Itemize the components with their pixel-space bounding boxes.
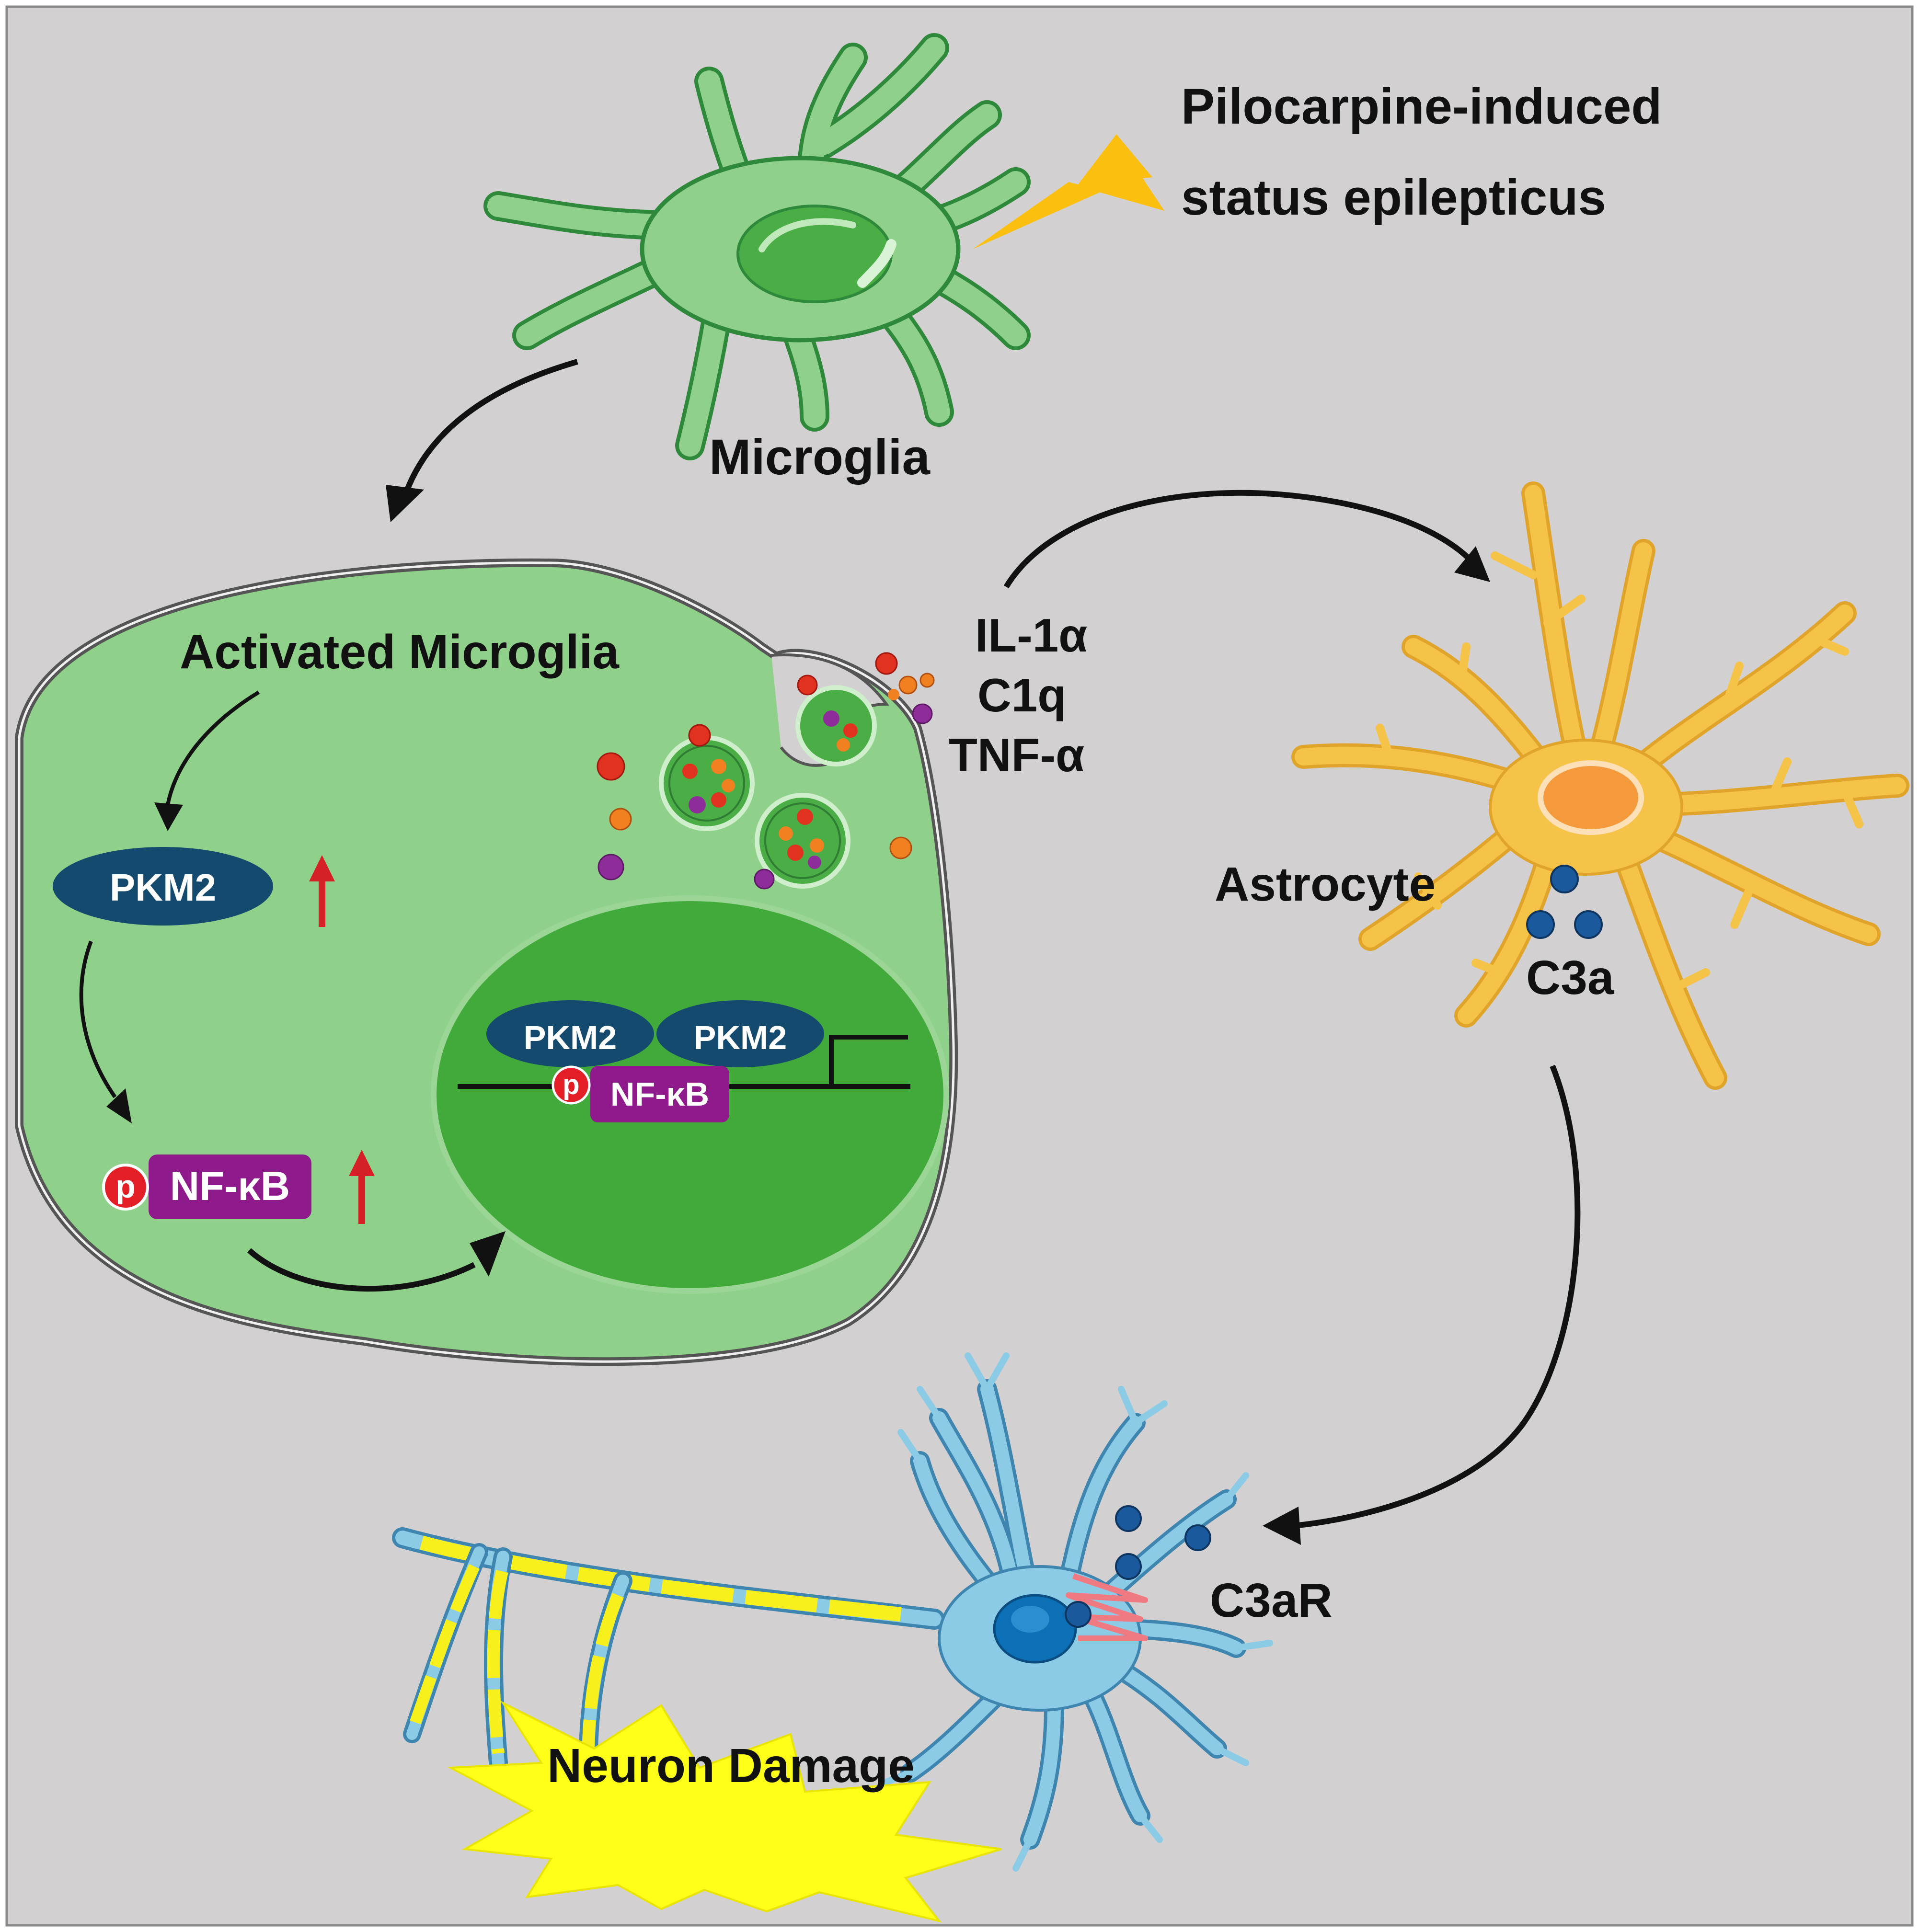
activated-microglia-label: Activated Microglia [180,625,620,679]
arrow-to-pkm2-head [154,802,183,831]
pkm2-cytoplasm-label: PKM2 [110,866,216,909]
arrow-to-nfkb-head [106,1088,132,1123]
cytokine-il1a: IL-1α [975,609,1087,662]
damage-starburst [447,1700,1002,1923]
nucleus-nfkb-label: NF-κB [610,1075,709,1113]
pkm2-cytoplasm [53,847,273,926]
cytokine-particles [597,652,935,890]
nucleus-phospho-label: p [563,1069,579,1100]
microglia-cell [483,33,1031,460]
microglia-label: Microglia [709,429,931,485]
arrow-nuclear-translocation-head [470,1231,506,1277]
c3a-particles [1526,865,1603,939]
secretory-vesicles [659,685,877,889]
astrocyte-label: Astrocyte [1215,857,1436,911]
arrow-to-neuron-head [1263,1507,1301,1545]
nfkb-up-arrow-head [349,1150,375,1176]
nfkb-cytoplasm-label: NF-κB [170,1164,290,1209]
nucleus-pkm2-b-label: PKM2 [694,1019,787,1056]
neuron-cell [392,1352,1273,1872]
vesicle [755,793,850,889]
trigger-line-1: Pilocarpine-induced [1181,79,1662,135]
lightning-bolt-icon [973,134,1164,249]
arrow-to-neuron [1293,1064,1581,1529]
trigger-line-2: status epilepticus [1181,170,1606,226]
vesicle [659,735,755,831]
nucleus-phospho-badge [552,1065,591,1105]
arrow-to-astrocyte [1003,490,1473,589]
damage-label: Neuron Damage [547,1739,915,1793]
pkm2-up-arrow-head [309,855,335,881]
cytokine-tnfa: TNF-α [949,729,1084,781]
vesicle [795,685,877,766]
phospho-label: p [115,1168,136,1205]
arrow-to-astrocyte-head [1454,546,1490,582]
nucleus-pkm2-a-label: PKM2 [524,1019,617,1056]
cytokine-c1q: C1q [977,669,1066,721]
arrow-activation [402,359,578,497]
astrocyte-cell [1291,481,1909,1090]
arrow-to-nfkb [79,940,117,1098]
c3ar-receptor [1066,1573,1148,1641]
nfkb-cytoplasm-box [149,1155,311,1219]
arrow-activation-head [386,485,424,522]
c3a-bound-particles [1065,1505,1211,1628]
arrow-to-pkm2 [166,690,260,805]
c3ar-label: C3aR [1210,1574,1333,1627]
nucleus-pkm2-a [486,1000,654,1067]
nucleus-nfkb-box [590,1066,729,1122]
promoter-arrow [829,1035,908,1086]
nucleus-pkm2-b [656,1000,824,1067]
arrow-nuclear-translocation [247,1248,476,1292]
phospho-badge [102,1164,149,1211]
c3a-label: C3a [1526,951,1615,1005]
